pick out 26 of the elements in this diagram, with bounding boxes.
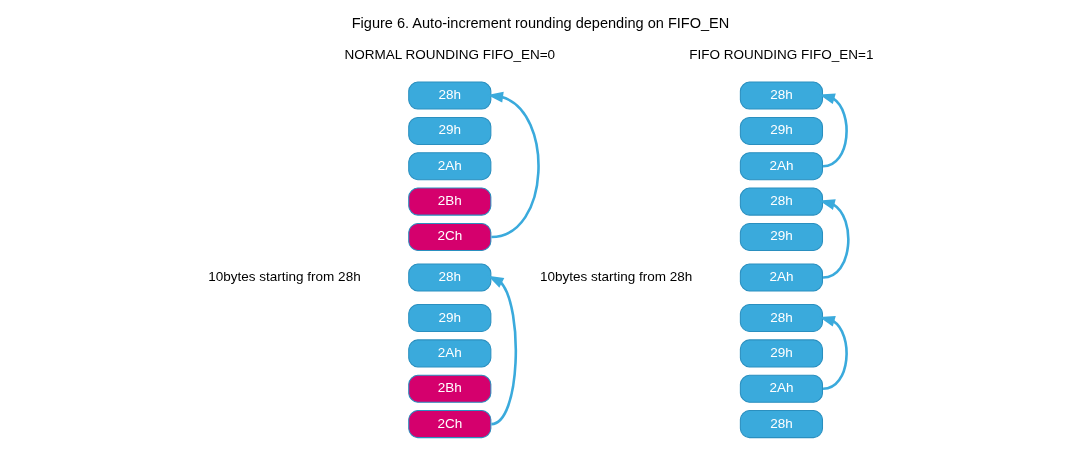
node-box: 2Ah bbox=[407, 339, 491, 368]
label: 10bytes starting from 28h bbox=[539, 269, 692, 285]
diagram-title: Figure 6. Auto-increment rounding depending on FIFO_EN bbox=[351, 15, 729, 32]
node-box: 2Ah bbox=[739, 263, 823, 292]
node-box: 2Ah bbox=[739, 374, 823, 403]
node-box: 29h bbox=[407, 304, 491, 333]
node-box: 2Ah bbox=[407, 152, 491, 181]
node-box: 2Ah bbox=[739, 152, 823, 181]
node-box: 28h bbox=[739, 81, 823, 110]
node-box: 2Bh bbox=[407, 187, 491, 216]
node-box: 2Ch bbox=[407, 222, 491, 251]
node-box: 29h bbox=[739, 222, 823, 251]
node-box: 2Ch bbox=[407, 410, 491, 439]
label: 10bytes starting from 28h bbox=[207, 269, 361, 285]
node-box: 2Bh bbox=[407, 374, 491, 403]
node-box: 29h bbox=[407, 116, 491, 145]
node-box: 28h bbox=[739, 304, 823, 333]
node-box: 28h bbox=[739, 187, 823, 216]
label: FIFO ROUNDING FIFO_EN=1 bbox=[688, 46, 874, 62]
node-box: 29h bbox=[739, 339, 823, 368]
node-box: 28h bbox=[739, 410, 823, 439]
node-box: 28h bbox=[407, 263, 491, 292]
node-box: 28h bbox=[407, 81, 491, 110]
label: NORMAL ROUNDING FIFO_EN=0 bbox=[343, 46, 555, 62]
node-box: 29h bbox=[739, 116, 823, 145]
arrow bbox=[487, 275, 517, 426]
